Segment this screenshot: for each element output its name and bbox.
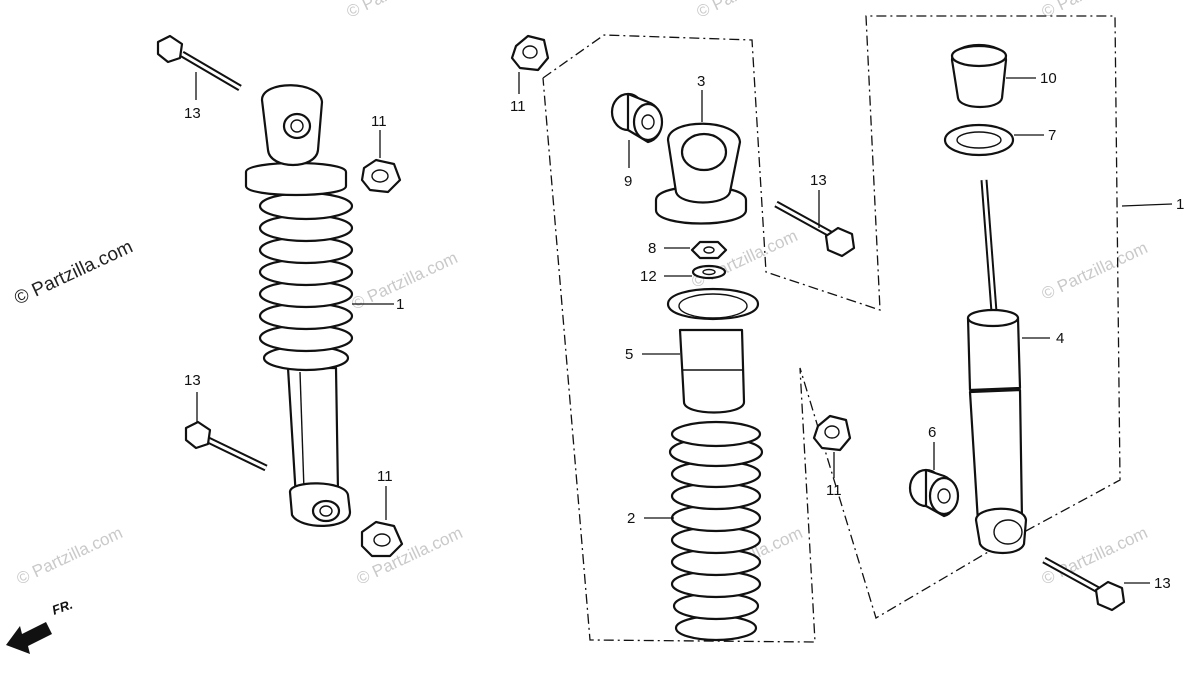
left-nut-top: [360, 130, 402, 194]
callout-number: 12: [640, 268, 657, 285]
watermark-text: © Partzilla.com: [344, 0, 456, 22]
callout-number: 13: [810, 172, 827, 189]
damper-4: [966, 179, 1173, 555]
watermark-text: © Partzilla.com: [1039, 523, 1151, 589]
callout-number: 11: [826, 482, 842, 499]
callout-number: 11: [510, 98, 526, 115]
left-nut-bottom: [360, 486, 404, 558]
mid-nut-bottom: [812, 414, 852, 478]
watermark-text: © Partzilla.com: [1039, 0, 1151, 22]
washer-7: [943, 123, 1044, 157]
callout-number: 13: [1154, 575, 1171, 592]
callout-number: 11: [371, 113, 387, 130]
front-direction-label: FR.: [50, 597, 75, 618]
callout-number: 11: [377, 468, 393, 485]
group-outline: [542, 15, 1121, 643]
callout-labels: 13 11 1 13 11 11 9 3 8 12 5 2 13 11 10 7…: [184, 70, 1184, 592]
callout-number: 1: [396, 296, 404, 313]
callout-number: 5: [625, 346, 633, 363]
callout-number: 7: [1048, 127, 1056, 144]
callout-number: 8: [648, 240, 656, 257]
callout-number: 13: [184, 372, 201, 389]
callout-number: 13: [184, 105, 201, 122]
right-bolt: [1042, 556, 1150, 612]
bushing-6: [908, 442, 960, 518]
bushing-9: [610, 92, 664, 168]
callout-number: 2: [627, 510, 635, 527]
left-bottom-bolt: [184, 392, 268, 472]
watermark-main: © Partzilla.com: [11, 236, 136, 309]
left-top-bolt: [156, 34, 242, 100]
watermark-text: © Partzilla.com: [694, 0, 806, 22]
watermark-text: © Partzilla.com: [14, 523, 126, 589]
callout-number: 1: [1176, 196, 1184, 213]
callout-number: 6: [928, 424, 936, 441]
watermark-text: © Partzilla.com: [1039, 238, 1151, 304]
spring-seat-3: [654, 90, 748, 225]
front-direction-arrow: FR.: [6, 597, 75, 654]
spring-2: [644, 420, 764, 642]
washer-12: [664, 264, 727, 280]
mid-nut-top: [510, 34, 550, 94]
nut-8: [664, 240, 728, 260]
left-shock-assembly: [244, 84, 394, 527]
mid-bolt: [774, 190, 856, 258]
callout-number: 4: [1056, 330, 1064, 347]
callout-number: 10: [1040, 70, 1057, 87]
bumper-10: [950, 43, 1036, 108]
callout-number: 9: [624, 173, 632, 190]
callout-number: 3: [697, 73, 705, 90]
cover-5: [642, 287, 760, 414]
